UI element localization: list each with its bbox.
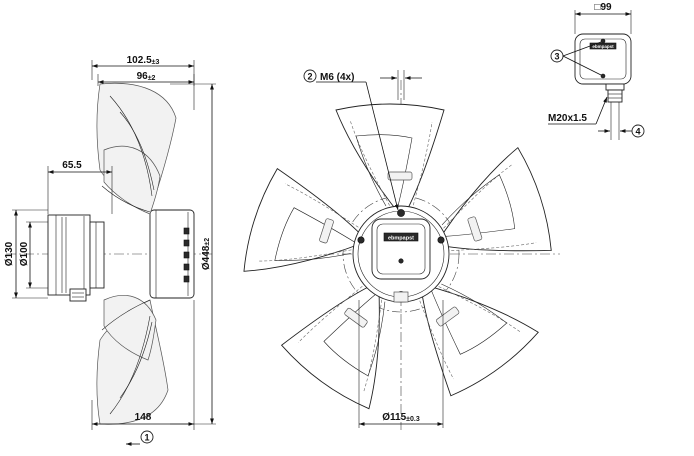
mount-hole-right xyxy=(437,236,445,244)
side-view: 102.5±3 96±2 65.5 Ø130 Ø100 Ø448±2 148 xyxy=(4,55,216,446)
callout-circle-1 xyxy=(140,430,154,444)
side-blade-lower-2 xyxy=(103,295,157,361)
front-view: ebmpapst 2 M6 (4x) Ø115±0.3 xyxy=(243,69,560,430)
cable-gland-side xyxy=(69,288,87,302)
logo-plate-front xyxy=(383,232,419,242)
logo-text-front: ebmpapst xyxy=(388,236,414,242)
hole-label: M6 (4x) xyxy=(320,72,354,83)
mount-hole-left xyxy=(357,236,365,244)
box-screw-top xyxy=(600,38,606,44)
gland-label: M20x1.5 xyxy=(548,113,587,124)
gland-nut xyxy=(605,83,625,91)
callout-3-number: 3 xyxy=(554,52,559,62)
dim-box-size: □99 xyxy=(594,2,612,13)
blade-2 xyxy=(436,146,552,252)
gland-body xyxy=(607,89,623,103)
dim-bolt-circle: Ø115±0.3 xyxy=(382,412,420,423)
gland-leader xyxy=(595,96,608,125)
blade-1 xyxy=(335,103,445,217)
cable-entry-front xyxy=(393,291,409,303)
terminal-box-front xyxy=(371,218,431,280)
impeller-blades xyxy=(243,103,552,410)
blade-5 xyxy=(243,167,366,272)
callout-4-number: 4 xyxy=(635,127,640,137)
dim-148: 148 xyxy=(135,412,152,423)
callout-circle-4 xyxy=(631,124,645,138)
dim-dia-448: Ø448±2 xyxy=(201,238,212,270)
motor-body xyxy=(47,214,91,296)
callout-1-number: 1 xyxy=(144,433,149,443)
rotor-hub xyxy=(149,209,195,299)
side-blade-upper-2 xyxy=(103,145,161,215)
mount-hole-top xyxy=(397,209,405,217)
center-screw xyxy=(398,258,404,264)
dim-65-5: 65.5 xyxy=(62,160,82,171)
dim-dia-130: Ø130 xyxy=(4,241,15,266)
hole-leader xyxy=(365,81,399,211)
terminal-box-detail: □99 ebmpapst 3 4 M20x1.5 xyxy=(548,2,645,140)
callout-circle-2 xyxy=(303,69,317,83)
dim-96: 96±2 xyxy=(137,71,156,82)
motor-flange xyxy=(89,221,105,289)
blade-3 xyxy=(417,283,539,397)
blade-4 xyxy=(280,282,386,410)
dim-dia-100: Ø100 xyxy=(19,241,30,266)
logo-text-detail: ebmpapst xyxy=(592,44,614,49)
callout-2-number: 2 xyxy=(307,72,312,82)
box-screw-bottom xyxy=(600,73,606,79)
dim-102-5: 102.5±3 xyxy=(127,55,160,66)
